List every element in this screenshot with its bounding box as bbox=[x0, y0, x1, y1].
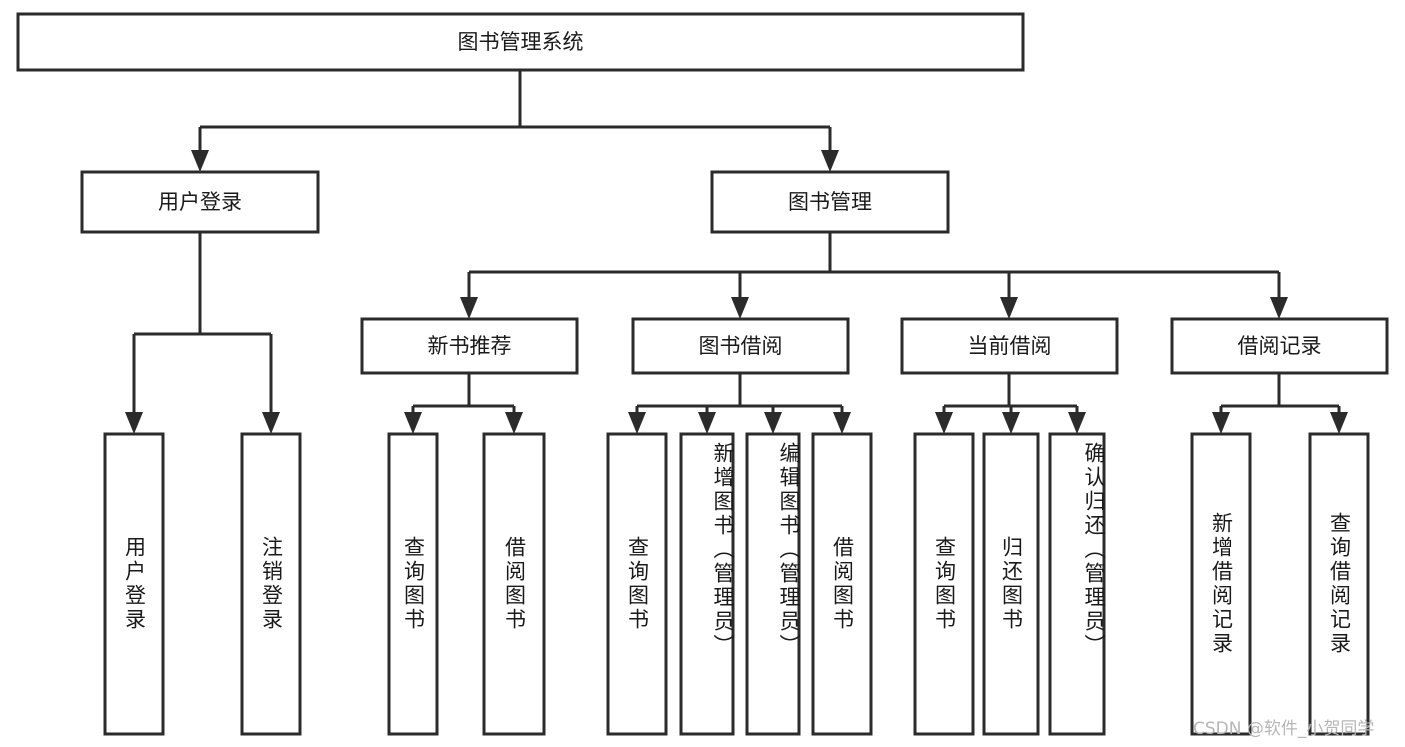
level2-node-label-book-manage: 图书管理 bbox=[788, 190, 872, 214]
arrow-head-icon bbox=[1270, 297, 1288, 319]
connector-group-book-borrow-to-leaves bbox=[628, 373, 851, 434]
level2-node-box-book-manage bbox=[710, 170, 950, 234]
level3-node-box-borrow-record bbox=[1170, 317, 1389, 375]
leaf-node-box-leaf-query-record bbox=[1308, 432, 1370, 736]
level2-node-box-user-login bbox=[80, 170, 320, 234]
connector-group-book-manage-to-level3 bbox=[460, 232, 1288, 319]
level3-node-label-book-borrow: 图书借阅 bbox=[699, 334, 783, 358]
arrow-head-icon bbox=[1330, 412, 1348, 434]
leaf-node-box-leaf-query-book-1 bbox=[387, 432, 439, 736]
leaf-node-box-leaf-edit-book bbox=[745, 432, 801, 736]
arrow-head-icon bbox=[404, 412, 422, 434]
arrow-head-icon bbox=[628, 412, 646, 434]
level3-node-label-borrow-record: 借阅记录 bbox=[1238, 334, 1322, 358]
arrow-head-icon bbox=[1068, 412, 1086, 434]
arrow-head-icon bbox=[191, 150, 209, 172]
leaf-node-box-leaf-add-record bbox=[1190, 432, 1252, 736]
arrow-head-icon bbox=[1000, 297, 1018, 319]
leaf-node-box-leaf-return-book bbox=[982, 432, 1040, 736]
arrow-head-icon bbox=[821, 150, 839, 172]
connector-group-current-borrow-to-leaves bbox=[935, 373, 1086, 434]
level2-node-label-user-login: 用户登录 bbox=[158, 190, 242, 214]
leaf-node-box-leaf-query-book-2 bbox=[606, 432, 668, 736]
level3-node-box-book-borrow bbox=[631, 317, 850, 375]
connector-group-root-to-level2 bbox=[191, 70, 839, 172]
root-node-label-root: 图书管理系统 bbox=[458, 30, 584, 54]
level3-node-label-current-borrow: 当前借阅 bbox=[968, 334, 1052, 358]
leaf-node-box-leaf-confirm-return bbox=[1048, 432, 1106, 736]
node-box-layer bbox=[16, 12, 1389, 736]
connector-layer bbox=[125, 70, 1348, 434]
arrow-head-icon bbox=[731, 297, 749, 319]
arrow-head-icon bbox=[505, 412, 523, 434]
arrow-head-icon bbox=[698, 412, 716, 434]
arrow-head-icon bbox=[1002, 412, 1020, 434]
leaf-node-box-leaf-logout bbox=[240, 432, 302, 736]
arrow-head-icon bbox=[262, 412, 280, 434]
csdn-watermark: CSDN @软件_小贺同学 bbox=[1193, 719, 1375, 739]
connector-group-new-book-rec-to-leaves bbox=[404, 373, 523, 434]
arrow-head-icon bbox=[1212, 412, 1230, 434]
level3-node-box-current-borrow bbox=[900, 317, 1119, 375]
leaf-node-box-leaf-add-book bbox=[679, 432, 735, 736]
leaf-node-box-leaf-borrow-book-2 bbox=[811, 432, 873, 736]
arrow-head-icon bbox=[935, 412, 953, 434]
leaf-node-box-leaf-borrow-book-1 bbox=[482, 432, 546, 736]
level3-node-box-new-book-rec bbox=[360, 317, 579, 375]
arrow-head-icon bbox=[833, 412, 851, 434]
leaf-node-box-leaf-user-login bbox=[103, 432, 165, 736]
arrow-head-icon bbox=[125, 412, 143, 434]
connector-group-user-login-to-leaves bbox=[125, 232, 280, 434]
arrow-head-icon bbox=[764, 412, 782, 434]
root-node-box-root bbox=[16, 12, 1025, 72]
level3-node-label-new-book-rec: 新书推荐 bbox=[428, 334, 512, 358]
leaf-node-box-leaf-query-book-3 bbox=[913, 432, 975, 736]
connector-group-borrow-record-to-leaves bbox=[1212, 373, 1348, 434]
arrow-head-icon bbox=[460, 297, 478, 319]
